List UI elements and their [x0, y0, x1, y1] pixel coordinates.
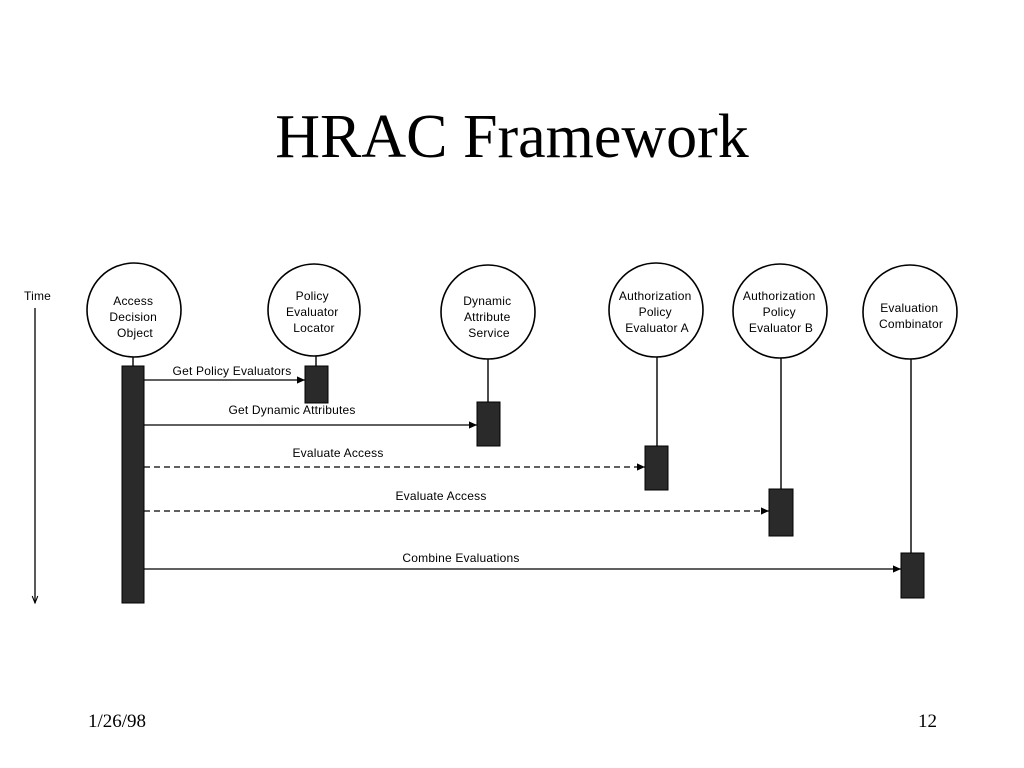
participant-label-line: Authorization: [619, 289, 692, 303]
participant-label-line: Locator: [293, 321, 334, 335]
participant-label-line: Evaluation: [880, 301, 938, 315]
participant-circle: [86, 262, 182, 358]
footer-date: 1/26/98: [88, 711, 146, 732]
participant-circle: [732, 263, 828, 359]
message-label: Get Policy Evaluators: [173, 364, 292, 378]
message-label: Evaluate Access: [292, 446, 383, 460]
participant-evaluation-combinator: Evaluation Combinator: [862, 264, 958, 599]
participant-label-line: Service: [468, 326, 510, 340]
time-axis: Time: [24, 289, 51, 605]
participant-label-line: Policy: [296, 289, 329, 303]
participant-label-line: Evaluator: [286, 305, 339, 319]
participant-label-line: Evaluator B: [749, 321, 813, 335]
activation-bar: [304, 365, 329, 404]
participant-label: Access Decision Object: [109, 294, 160, 340]
participant-dynamic-attribute-service: Dynamic Attribute Service: [440, 264, 536, 447]
activation-bar: [900, 552, 925, 599]
message-get-policy-evaluators: Get Policy Evaluators: [144, 364, 305, 384]
participant-label-line: Policy: [639, 305, 672, 319]
participant-circle: [608, 262, 704, 358]
participant-access-decision-object: Access Decision Object: [86, 262, 182, 604]
time-axis-label: Time: [24, 289, 51, 303]
participant-authorization-policy-evaluator-a: Authorization Policy Evaluator A: [608, 262, 704, 491]
message-label: Combine Evaluations: [402, 551, 519, 565]
message-evaluate-access-b: Evaluate Access: [144, 489, 769, 515]
message-label: Get Dynamic Attributes: [228, 403, 355, 417]
participant-label-line: Object: [117, 326, 153, 340]
participant-label: Evaluation Combinator: [879, 301, 943, 331]
activation-bar: [644, 445, 669, 491]
participant-label-line: Policy: [763, 305, 796, 319]
footer-page-number: 12: [918, 711, 937, 732]
participant-label-line: Combinator: [879, 317, 943, 331]
participant-label-line: Access: [113, 294, 153, 308]
participant-label: Dynamic Attribute Service: [463, 294, 515, 340]
participant-authorization-policy-evaluator-b: Authorization Policy Evaluator B: [732, 263, 828, 537]
participant-label-line: Decision: [109, 310, 157, 324]
participant-label: Authorization Policy Evaluator A: [619, 289, 695, 335]
message-combine-evaluations: Combine Evaluations: [144, 551, 901, 573]
participant-label-line: Authorization: [743, 289, 816, 303]
message-label: Evaluate Access: [395, 489, 486, 503]
activation-bar: [476, 401, 501, 447]
slide-title: HRAC Framework: [275, 103, 749, 171]
message-get-dynamic-attributes: Get Dynamic Attributes: [144, 403, 477, 429]
participant-label-line: Attribute: [464, 310, 511, 324]
message-evaluate-access-a: Evaluate Access: [144, 446, 645, 471]
participant-label-line: Dynamic: [463, 294, 511, 308]
participant-label: Policy Evaluator Locator: [286, 289, 342, 335]
activation-bar: [768, 488, 794, 537]
participant-policy-evaluator-locator: Policy Evaluator Locator: [267, 263, 361, 404]
participant-circle: [862, 264, 958, 360]
participant-label: Authorization Policy Evaluator B: [743, 289, 819, 335]
participant-label-line: Evaluator A: [625, 321, 689, 335]
activation-bar: [121, 365, 145, 604]
participant-circle: [267, 263, 361, 357]
